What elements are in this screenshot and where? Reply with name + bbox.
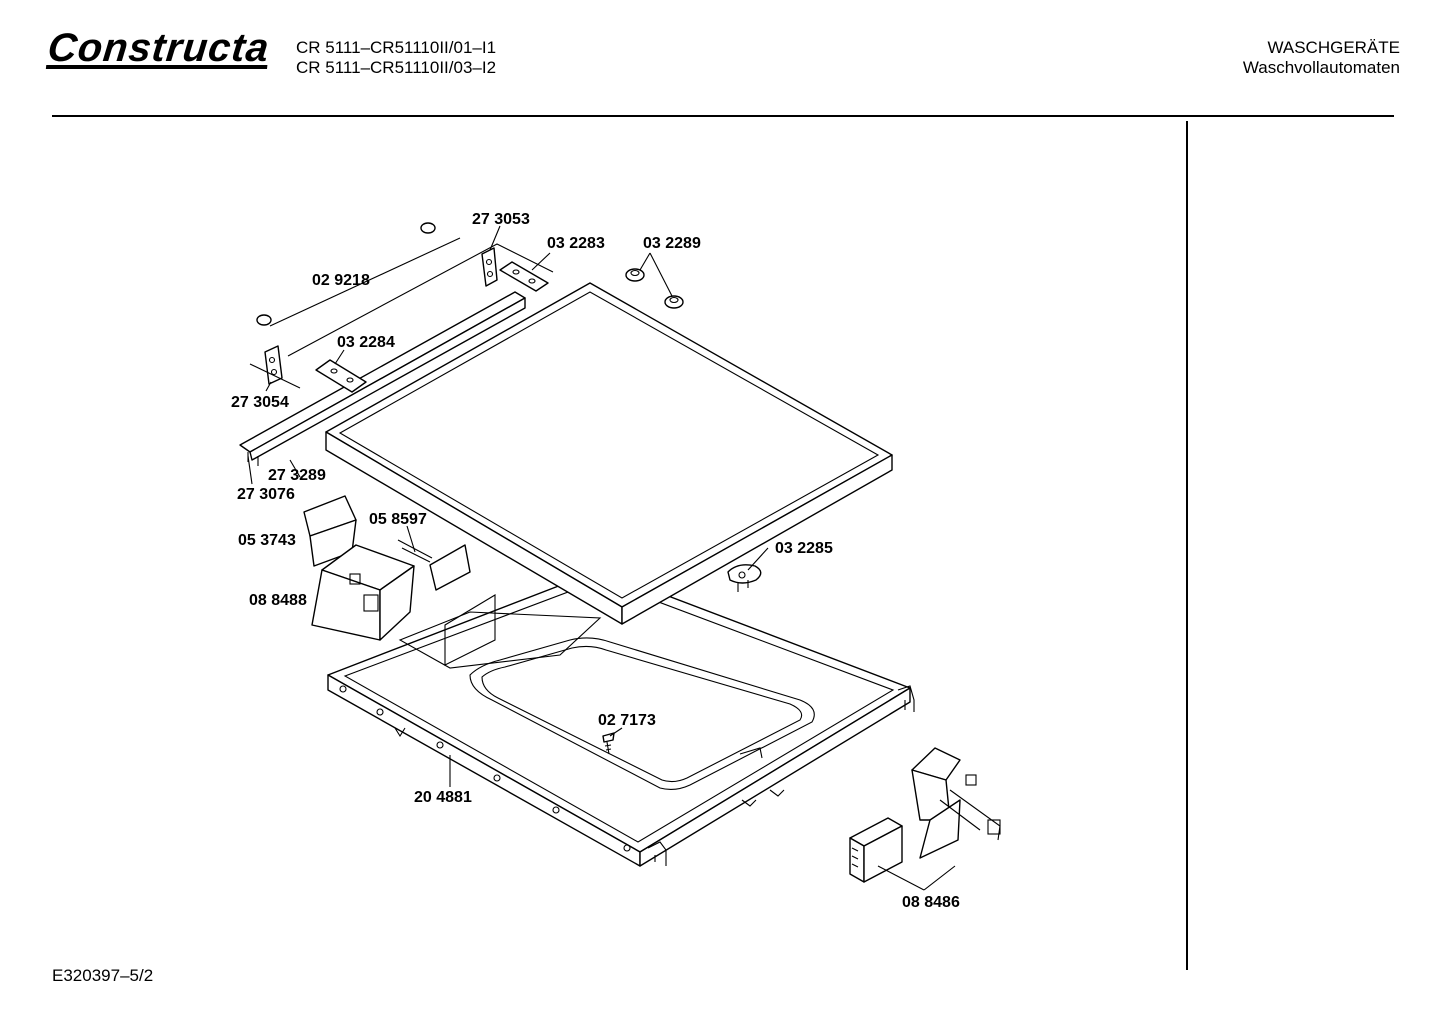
part-label: 08 8486 [902, 894, 960, 911]
part-label: 02 7173 [598, 712, 656, 729]
top-cover-part [325, 282, 893, 625]
bracket-left-part [315, 359, 367, 393]
hinge-right-part [481, 247, 498, 287]
dispenser-part [311, 544, 415, 641]
part-label: 03 2289 [643, 235, 701, 252]
model-line-1: CR 5111–CR51110II/01–I1 [296, 38, 497, 57]
switch-part [849, 817, 903, 883]
header-divider [52, 115, 1394, 117]
rail-part [239, 291, 526, 466]
part-label: 27 3289 [268, 467, 326, 484]
base-frame-part [327, 569, 915, 867]
part-label: 05 3743 [238, 532, 296, 549]
part-label: 05 8597 [369, 511, 427, 528]
part-label: 03 2285 [775, 540, 833, 557]
document-number: E320397–5/2 [52, 966, 154, 985]
model-line-2: CR 5111–CR51110II/03–I2 [296, 58, 497, 77]
category-subtitle: Waschvollautomaten [1242, 58, 1400, 77]
part-label: 27 3076 [237, 486, 295, 503]
cap-lower-part [664, 295, 684, 309]
part-label: 02 9218 [312, 272, 370, 289]
hinge-rod-part [249, 222, 554, 389]
hinge-left-part [264, 345, 283, 385]
column-divider [1186, 121, 1188, 970]
part-label: 03 2283 [547, 235, 605, 252]
bracket-right-part [499, 261, 549, 292]
lock-part [911, 747, 1001, 859]
part-label: 20 4881 [414, 789, 472, 806]
part-label: 08 8488 [249, 592, 307, 609]
part-label: 27 3053 [472, 211, 530, 228]
category-title: WASCHGERÄTE [1267, 38, 1400, 57]
part-label: 27 3054 [231, 394, 289, 411]
latch-part [727, 564, 762, 592]
flap-part [397, 539, 471, 591]
part-label: 03 2284 [337, 334, 395, 351]
cap-upper-part [625, 268, 645, 282]
